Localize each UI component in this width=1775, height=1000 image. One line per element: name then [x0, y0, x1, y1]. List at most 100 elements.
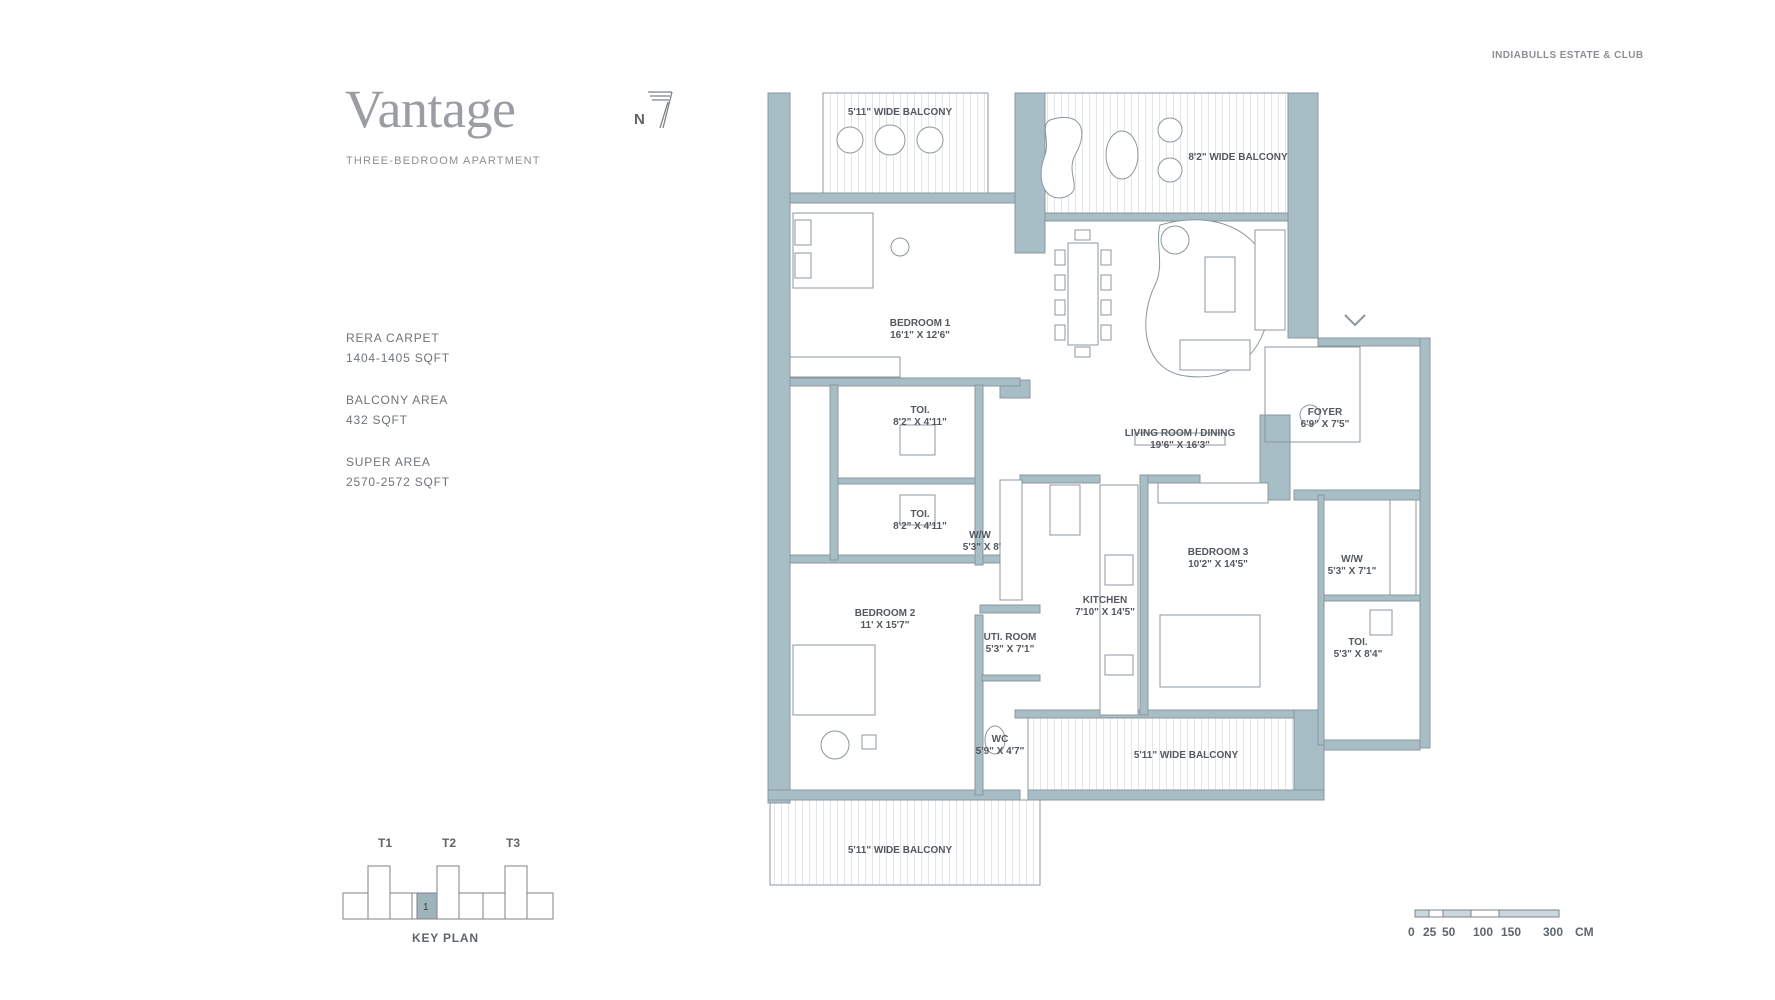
- scale-tick-100: 100: [1473, 925, 1493, 939]
- wall-south-west: [767, 789, 1021, 801]
- balcony-bottom: [769, 799, 1041, 886]
- foyer-table: [1299, 404, 1321, 426]
- label-wiw2: W/W: [1341, 554, 1363, 565]
- wardrobe-bedroom3: [1157, 482, 1269, 504]
- selected-unit-label: 1: [423, 902, 429, 913]
- tower-t2-label: T2: [442, 838, 456, 850]
- tower-t1-label: T1: [378, 838, 392, 850]
- label-foyer: FOYER: [1308, 407, 1343, 418]
- dim-toi3: 5'3" X 8'4": [1334, 649, 1383, 660]
- armchair-living: [1160, 225, 1190, 255]
- pillow-2: [794, 252, 812, 279]
- wall-toi3-west: [1317, 494, 1325, 746]
- dim-toi2: 8'2" X 4'11": [893, 521, 947, 532]
- label-balcony-bottom: 5'11" WIDE BALCONY: [848, 845, 953, 856]
- fridge-icon: [1049, 484, 1081, 536]
- wall-bedroom2-east: [974, 614, 984, 796]
- label-bedroom3: BEDROOM 3: [1188, 547, 1249, 558]
- dim-kitchen: 7'10" X 14'5": [1075, 607, 1135, 618]
- dim-wc: 5'9" X 4'7": [976, 746, 1025, 757]
- wall-north-east: [1287, 92, 1319, 339]
- label-living: LIVING ROOM / DINING: [1125, 428, 1236, 439]
- sink-icon: [1104, 654, 1134, 676]
- balcony-middle: [1027, 709, 1295, 791]
- dim-bedroom2: 11' X 15'7": [861, 620, 910, 631]
- wall-toilet-divider: [829, 477, 981, 485]
- label-kitchen: KITCHEN: [1083, 595, 1127, 606]
- chair-bedroom2: [820, 730, 850, 760]
- compass-label: N: [634, 111, 645, 128]
- wall-living-north: [1044, 212, 1289, 222]
- wall-util-north: [979, 604, 1041, 614]
- scale-tick-0: 0: [1408, 925, 1415, 939]
- wall-toi3-north: [1317, 594, 1421, 602]
- sofa-right: [1254, 229, 1286, 331]
- stat-balcony: BALCONY AREA 432 SQFT: [346, 390, 450, 430]
- balcony-lounger: [1040, 116, 1083, 199]
- bed-bedroom3: [1159, 614, 1261, 688]
- wall-bedroom1-north: [789, 192, 1016, 204]
- label-balcony-top-left: 5'11" WIDE BALCONY: [848, 107, 953, 118]
- floor-plan: 5'11" WIDE BALCONY 8'2" WIDE BALCONY BED…: [767, 92, 1431, 886]
- wall-south-east: [1027, 789, 1325, 801]
- selected-unit: [416, 892, 438, 920]
- dim-living: 19'6" X 16'3": [1150, 440, 1210, 451]
- dim-wiw1: 5'3" X 8': [963, 542, 1001, 553]
- bed-bedroom2: [792, 644, 876, 716]
- label-bedroom2: BEDROOM 2: [855, 608, 916, 619]
- area-stats: RERA CARPET 1404-1405 SQFT BALCONY AREA …: [346, 328, 450, 514]
- stat-rera-value: 1404-1405 SQFT: [346, 351, 450, 365]
- wardrobe-wiw1: [999, 479, 1023, 601]
- wardrobe-wiw2: [1389, 499, 1417, 596]
- wall-bedroom3-walk: [1293, 489, 1421, 501]
- scale-unit: CM: [1575, 925, 1594, 939]
- scale-tick-50: 50: [1442, 925, 1456, 939]
- stat-rera: RERA CARPET 1404-1405 SQFT: [346, 328, 450, 368]
- wall-bedroom2-north: [789, 554, 1021, 564]
- label-wiw1: W/W: [969, 530, 991, 541]
- stat-balcony-label: BALCONY AREA: [346, 393, 449, 407]
- label-bedroom1: BEDROOM 1: [890, 318, 951, 329]
- sofa-bottom: [1179, 339, 1251, 371]
- dim-bedroom3: 10'2" X 14'5": [1188, 559, 1248, 570]
- scale-tick-300: 300: [1543, 925, 1563, 939]
- wc-toilet-icon: [984, 725, 1006, 755]
- wall-kitchen-north: [1019, 474, 1101, 484]
- dim-util: 5'3" X 7'1": [986, 644, 1035, 655]
- scale-bar: 0 25 50 100 150 300 CM: [1408, 909, 1594, 939]
- dim-bedroom1: 16'1" X 12'6": [890, 330, 950, 341]
- tv-unit: [1134, 432, 1226, 446]
- label-toi2: TOI.: [910, 509, 929, 520]
- dining-table: [1067, 242, 1099, 346]
- label-util: UTI. ROOM: [984, 632, 1037, 643]
- stat-super-value: 2570-2572 SQFT: [346, 475, 450, 489]
- pillow-1: [794, 219, 812, 246]
- stove-icon: [1104, 554, 1134, 586]
- coffee-table: [1204, 256, 1236, 313]
- dim-foyer: 6'9" X 7'5": [1301, 419, 1350, 430]
- tower-t2-core: [436, 865, 460, 920]
- label-wc: WC: [992, 734, 1009, 745]
- wall-wc-north: [981, 674, 1041, 682]
- wall-toilets-west: [829, 384, 839, 561]
- wall-east: [1419, 337, 1431, 749]
- wall-foyer-north: [1317, 337, 1429, 347]
- wall-kitchen-east: [1139, 474, 1149, 716]
- key-plan-label: KEY PLAN: [412, 931, 479, 945]
- dim-toi1: 8'2" X 4'11": [893, 417, 947, 428]
- balcony-left-table: [874, 124, 906, 156]
- chair-bedroom1: [890, 237, 910, 257]
- wall-bedroom3-north-a: [1139, 474, 1201, 484]
- tower-t3-label: T3: [506, 838, 520, 850]
- compass-north-icon: N: [634, 91, 673, 129]
- dim-wiw2: 5'3" X 7'1": [1328, 566, 1377, 577]
- scale-tick-25: 25: [1423, 925, 1437, 939]
- label-toi3: TOI.: [1348, 637, 1367, 648]
- stat-super: SUPER AREA 2570-2572 SQFT: [346, 452, 450, 492]
- entrance-arrow-icon: [1344, 314, 1366, 327]
- label-toi1: TOI.: [910, 405, 929, 416]
- balcony-table: [1105, 130, 1139, 180]
- stat-rera-label: RERA CARPET: [346, 331, 440, 345]
- scale-tick-150: 150: [1501, 925, 1521, 939]
- wall-toilets-east: [974, 384, 984, 566]
